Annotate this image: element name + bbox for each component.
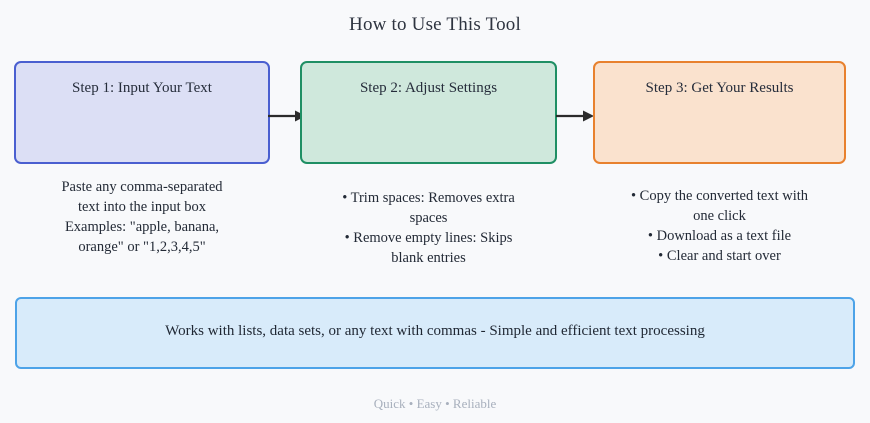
description-line: blank entries [391, 250, 466, 266]
step-description-1: Paste any comma-separated text into the … [14, 177, 270, 257]
step-heading-3: Step 3: Get Your Results [645, 80, 794, 96]
description-line: • Remove empty lines: Skips [344, 230, 513, 246]
step-description-3: • Copy the converted text with one click… [593, 186, 846, 266]
description-line: orange" or "1,2,3,4,5" [78, 239, 206, 255]
description-line: Paste any comma-separated [61, 179, 223, 195]
step-description-2: • Trim spaces: Removes extra spaces • Re… [300, 188, 557, 268]
arrow-right-icon [556, 108, 596, 124]
description-line: text into the input box [77, 199, 207, 215]
summary-banner-text: Works with lists, data sets, or any text… [165, 323, 705, 339]
footer-tagline: Quick • Easy • Reliable [373, 396, 497, 411]
description-line: • Download as a text file [647, 228, 792, 244]
step-card-3: Step 3: Get Your Results [593, 61, 846, 164]
description-line: • Clear and start over [658, 248, 781, 264]
page-title: How to Use This Tool [349, 14, 521, 35]
step-heading-1: Step 1: Input Your Text [72, 80, 212, 96]
summary-banner: Works with lists, data sets, or any text… [15, 297, 855, 369]
description-line: one click [693, 208, 746, 224]
step-card-2: Step 2: Adjust Settings [300, 61, 557, 164]
step-heading-2: Step 2: Adjust Settings [359, 80, 498, 96]
step-card-1: Step 1: Input Your Text [14, 61, 270, 164]
description-line: • Trim spaces: Removes extra [342, 190, 515, 206]
description-line: • Copy the converted text with [630, 188, 809, 204]
description-line: Examples: "apple, banana, [64, 219, 220, 235]
description-line: spaces [409, 210, 448, 226]
